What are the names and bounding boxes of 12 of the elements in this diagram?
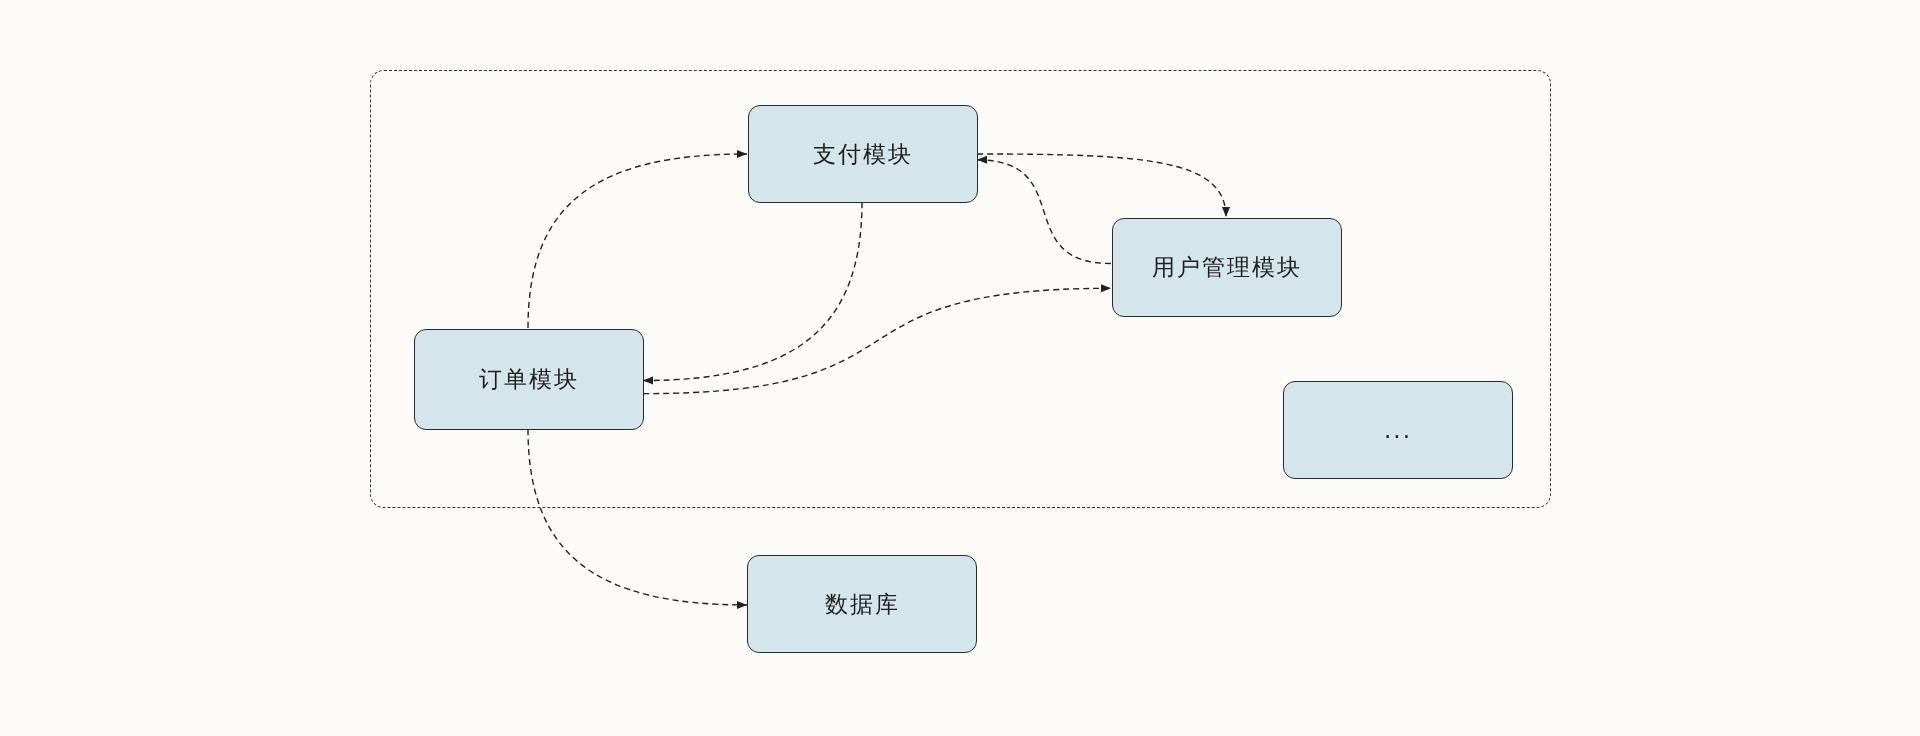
arrow: [527, 150, 748, 329]
module-box: 订单模块: [414, 329, 644, 430]
arrow: [642, 284, 1112, 395]
module-box: 数据库: [747, 555, 977, 653]
module-box: 用户管理模块: [1112, 218, 1342, 317]
arrow: [642, 201, 863, 385]
arrow: [976, 153, 1229, 218]
arrow: [976, 156, 1112, 265]
module-box: 支付模块: [748, 105, 978, 203]
arrow: [527, 428, 748, 609]
module-box: ...: [1283, 381, 1513, 479]
group-frame: [370, 70, 1551, 508]
